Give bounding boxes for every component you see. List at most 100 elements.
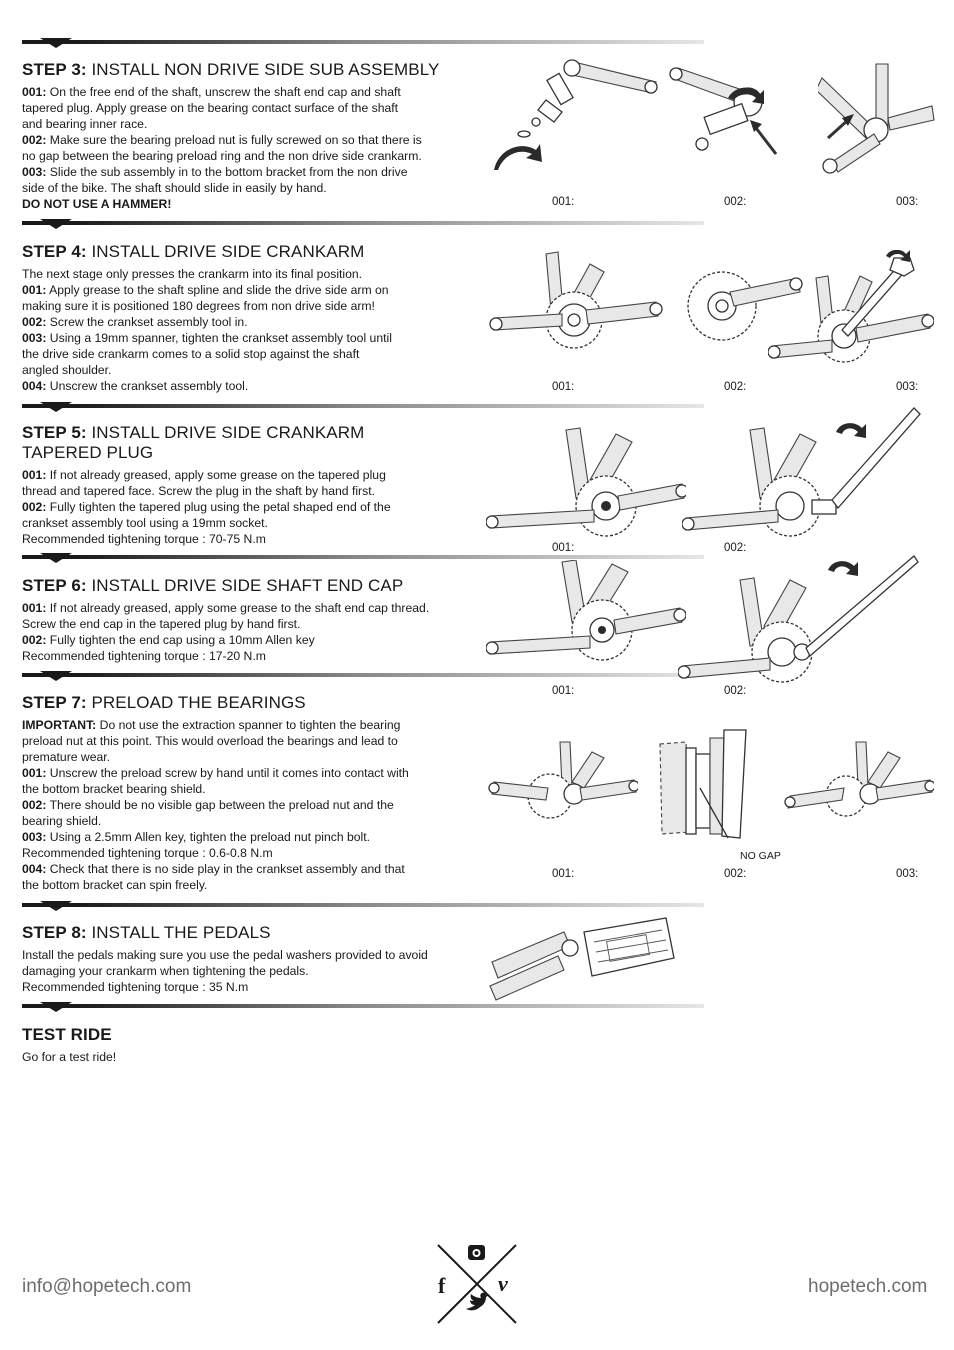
instruction-line: tapered plug. Apply grease on the bearin… xyxy=(22,100,462,116)
instruction-text: Check that there is no side play in the … xyxy=(46,862,405,876)
step-3-figure-001 xyxy=(494,59,658,170)
section-divider xyxy=(22,38,704,48)
step-4-figure-003 xyxy=(768,250,934,363)
step-3-fig-label-001: 001: xyxy=(552,196,575,208)
instruction-line: 002: Make sure the bearing preload nut i… xyxy=(22,132,462,148)
instruction-line: 002: There should be no visible gap betw… xyxy=(22,797,462,813)
step-4-instructions: The next stage only presses the crankarm… xyxy=(22,266,462,394)
step-8-section: STEP 8: INSTALL THE PEDALS Install the p… xyxy=(22,923,462,995)
instruction-line: Recommended tightening torque : 0.6-0.8 … xyxy=(22,845,462,861)
step-4-fig-label-003: 003: xyxy=(896,381,919,393)
instruction-text: Recommended tightening torque : 17-20 N.… xyxy=(22,649,266,663)
instruction-step-number: 003: xyxy=(22,165,47,179)
step-6-fig-label-002: 002: xyxy=(724,685,747,697)
instruction-text: Fully tighten the tapered plug using the… xyxy=(46,500,391,514)
footer-email-link[interactable]: info@hopetech.com xyxy=(22,1276,192,1297)
step-8-title: STEP 8: INSTALL THE PEDALS xyxy=(22,923,271,942)
instruction-line: Recommended tightening torque : 17-20 N.… xyxy=(22,648,462,664)
instruction-text: Do not use the extraction spanner to tig… xyxy=(96,718,401,732)
step-4-title: STEP 4: INSTALL DRIVE SIDE CRANKARM xyxy=(22,242,365,261)
instruction-text: Apply grease to the shaft spline and sli… xyxy=(46,283,389,297)
step-7-section: STEP 7: PRELOAD THE BEARINGS IMPORTANT: … xyxy=(22,693,462,893)
instruction-text: and bearing inner race. xyxy=(22,117,148,131)
step-6-fig-label-001: 001: xyxy=(552,685,575,697)
instruction-text: Go for a test ride! xyxy=(22,1050,117,1064)
instruction-line: Recommended tightening torque : 70-75 N.… xyxy=(22,531,462,547)
step-7-figure-002 xyxy=(659,729,747,839)
instruction-text: If not already greased, apply some greas… xyxy=(46,468,386,482)
instruction-text: Using a 2.5mm Allen key, tighten the pre… xyxy=(46,830,371,844)
instruction-text: the bottom bracket can spin freely. xyxy=(22,878,208,892)
instruction-step-number: 002: xyxy=(22,798,47,812)
instruction-text: side of the bike. The shaft should slide… xyxy=(22,181,327,195)
step-5-instructions: 001: If not already greased, apply some … xyxy=(22,467,462,547)
instruction-text: premature wear. xyxy=(22,750,111,764)
vimeo-icon[interactable]: v xyxy=(498,1271,508,1296)
step-7-fig-label-001: 001: xyxy=(552,868,575,880)
instruction-line: the bottom bracket bearing shield. xyxy=(22,781,462,797)
step-7-no-gap-callout: NO GAP xyxy=(740,850,781,862)
instruction-line: crankset assembly tool using a 19mm sock… xyxy=(22,515,462,531)
step-3-section: STEP 3: INSTALL NON DRIVE SIDE SUB ASSEM… xyxy=(22,60,462,212)
instruction-text: Install the pedals making sure you use t… xyxy=(22,948,428,962)
instruction-step-number: 001: xyxy=(22,468,47,482)
section-divider xyxy=(22,1002,704,1012)
step-4-section: STEP 4: INSTALL DRIVE SIDE CRANKARM The … xyxy=(22,242,462,394)
instruction-text: Using a 19mm spanner, tighten the cranks… xyxy=(46,331,392,345)
instruction-step-number: IMPORTANT: xyxy=(22,718,97,732)
instruction-text: thread and tapered face. Screw the plug … xyxy=(22,484,375,498)
instruction-text: damaging your crankarm when tightening t… xyxy=(22,964,309,978)
instruction-text: Recommended tightening torque : 0.6-0.8 … xyxy=(22,846,273,860)
instruction-text: angled shoulder. xyxy=(22,363,112,377)
instruction-step-number: 002: xyxy=(22,633,47,647)
footer-website-link[interactable]: hopetech.com xyxy=(808,1276,928,1297)
instruction-step-number: 004: xyxy=(22,379,47,393)
section-divider xyxy=(22,671,704,681)
instruction-line: IMPORTANT: Do not use the extraction spa… xyxy=(22,717,462,733)
facebook-icon[interactable]: f xyxy=(438,1273,446,1298)
twitter-icon[interactable] xyxy=(466,1292,489,1311)
instruction-line: 001: If not already greased, apply some … xyxy=(22,600,462,616)
step-3-instructions: 001: On the free end of the shaft, unscr… xyxy=(22,84,462,212)
instruction-text: Screw the end cap in the tapered plug by… xyxy=(22,617,301,631)
instruction-text: On the free end of the shaft, unscrew th… xyxy=(46,85,401,99)
instruction-line: side of the bike. The shaft should slide… xyxy=(22,180,462,196)
step-5-fig-label-002: 002: xyxy=(724,542,747,554)
step-7-title: STEP 7: PRELOAD THE BEARINGS xyxy=(22,693,306,712)
instruction-line: making sure it is positioned 180 degrees… xyxy=(22,298,462,314)
instruction-line: bearing shield. xyxy=(22,813,462,829)
instruction-line: 004: Check that there is no side play in… xyxy=(22,861,462,877)
instruction-text: There should be no visible gap between t… xyxy=(46,798,394,812)
step-4-fig-label-002: 002: xyxy=(724,381,747,393)
instruction-step-number: 001: xyxy=(22,283,47,297)
instruction-line: angled shoulder. xyxy=(22,362,462,378)
instruction-text: the drive side crankarm comes to a solid… xyxy=(22,347,360,361)
instruction-line: 003: Using a 2.5mm Allen key, tighten th… xyxy=(22,829,462,845)
instruction-text: bearing shield. xyxy=(22,814,102,828)
instruction-step-number: DO NOT USE A HAMMER! xyxy=(22,197,172,211)
step-7-fig-label-002: 002: xyxy=(724,868,747,880)
step-4-figure-001 xyxy=(489,251,663,349)
instruction-text: tapered plug. Apply grease on the bearin… xyxy=(22,101,399,115)
instruction-step-number: 002: xyxy=(22,133,47,147)
instruction-step-number: 002: xyxy=(22,500,47,514)
section-divider xyxy=(22,402,704,412)
section-divider xyxy=(22,219,704,229)
step-6-section: STEP 6: INSTALL DRIVE SIDE SHAFT END CAP… xyxy=(22,576,462,664)
instruction-line: and bearing inner race. xyxy=(22,116,462,132)
instruction-text: the bottom bracket bearing shield. xyxy=(22,782,206,796)
instruction-step-number: 001: xyxy=(22,85,47,99)
step-3-title: STEP 3: INSTALL NON DRIVE SIDE SUB ASSEM… xyxy=(22,60,440,79)
instruction-line: preload nut at this point. This would ov… xyxy=(22,733,462,749)
step-7-figure-001 xyxy=(488,741,638,819)
instruction-line: Screw the end cap in the tapered plug by… xyxy=(22,616,462,632)
step-3-fig-label-003: 003: xyxy=(896,196,919,208)
instruction-text: Unscrew the crankset assembly tool. xyxy=(46,379,249,393)
instruction-text: Recommended tightening torque : 70-75 N.… xyxy=(22,532,266,546)
instagram-icon[interactable] xyxy=(468,1245,485,1260)
instruction-step-number: 001: xyxy=(22,601,47,615)
instruction-line: 003: Slide the sub assembly in to the bo… xyxy=(22,164,462,180)
instruction-step-number: 003: xyxy=(22,830,47,844)
